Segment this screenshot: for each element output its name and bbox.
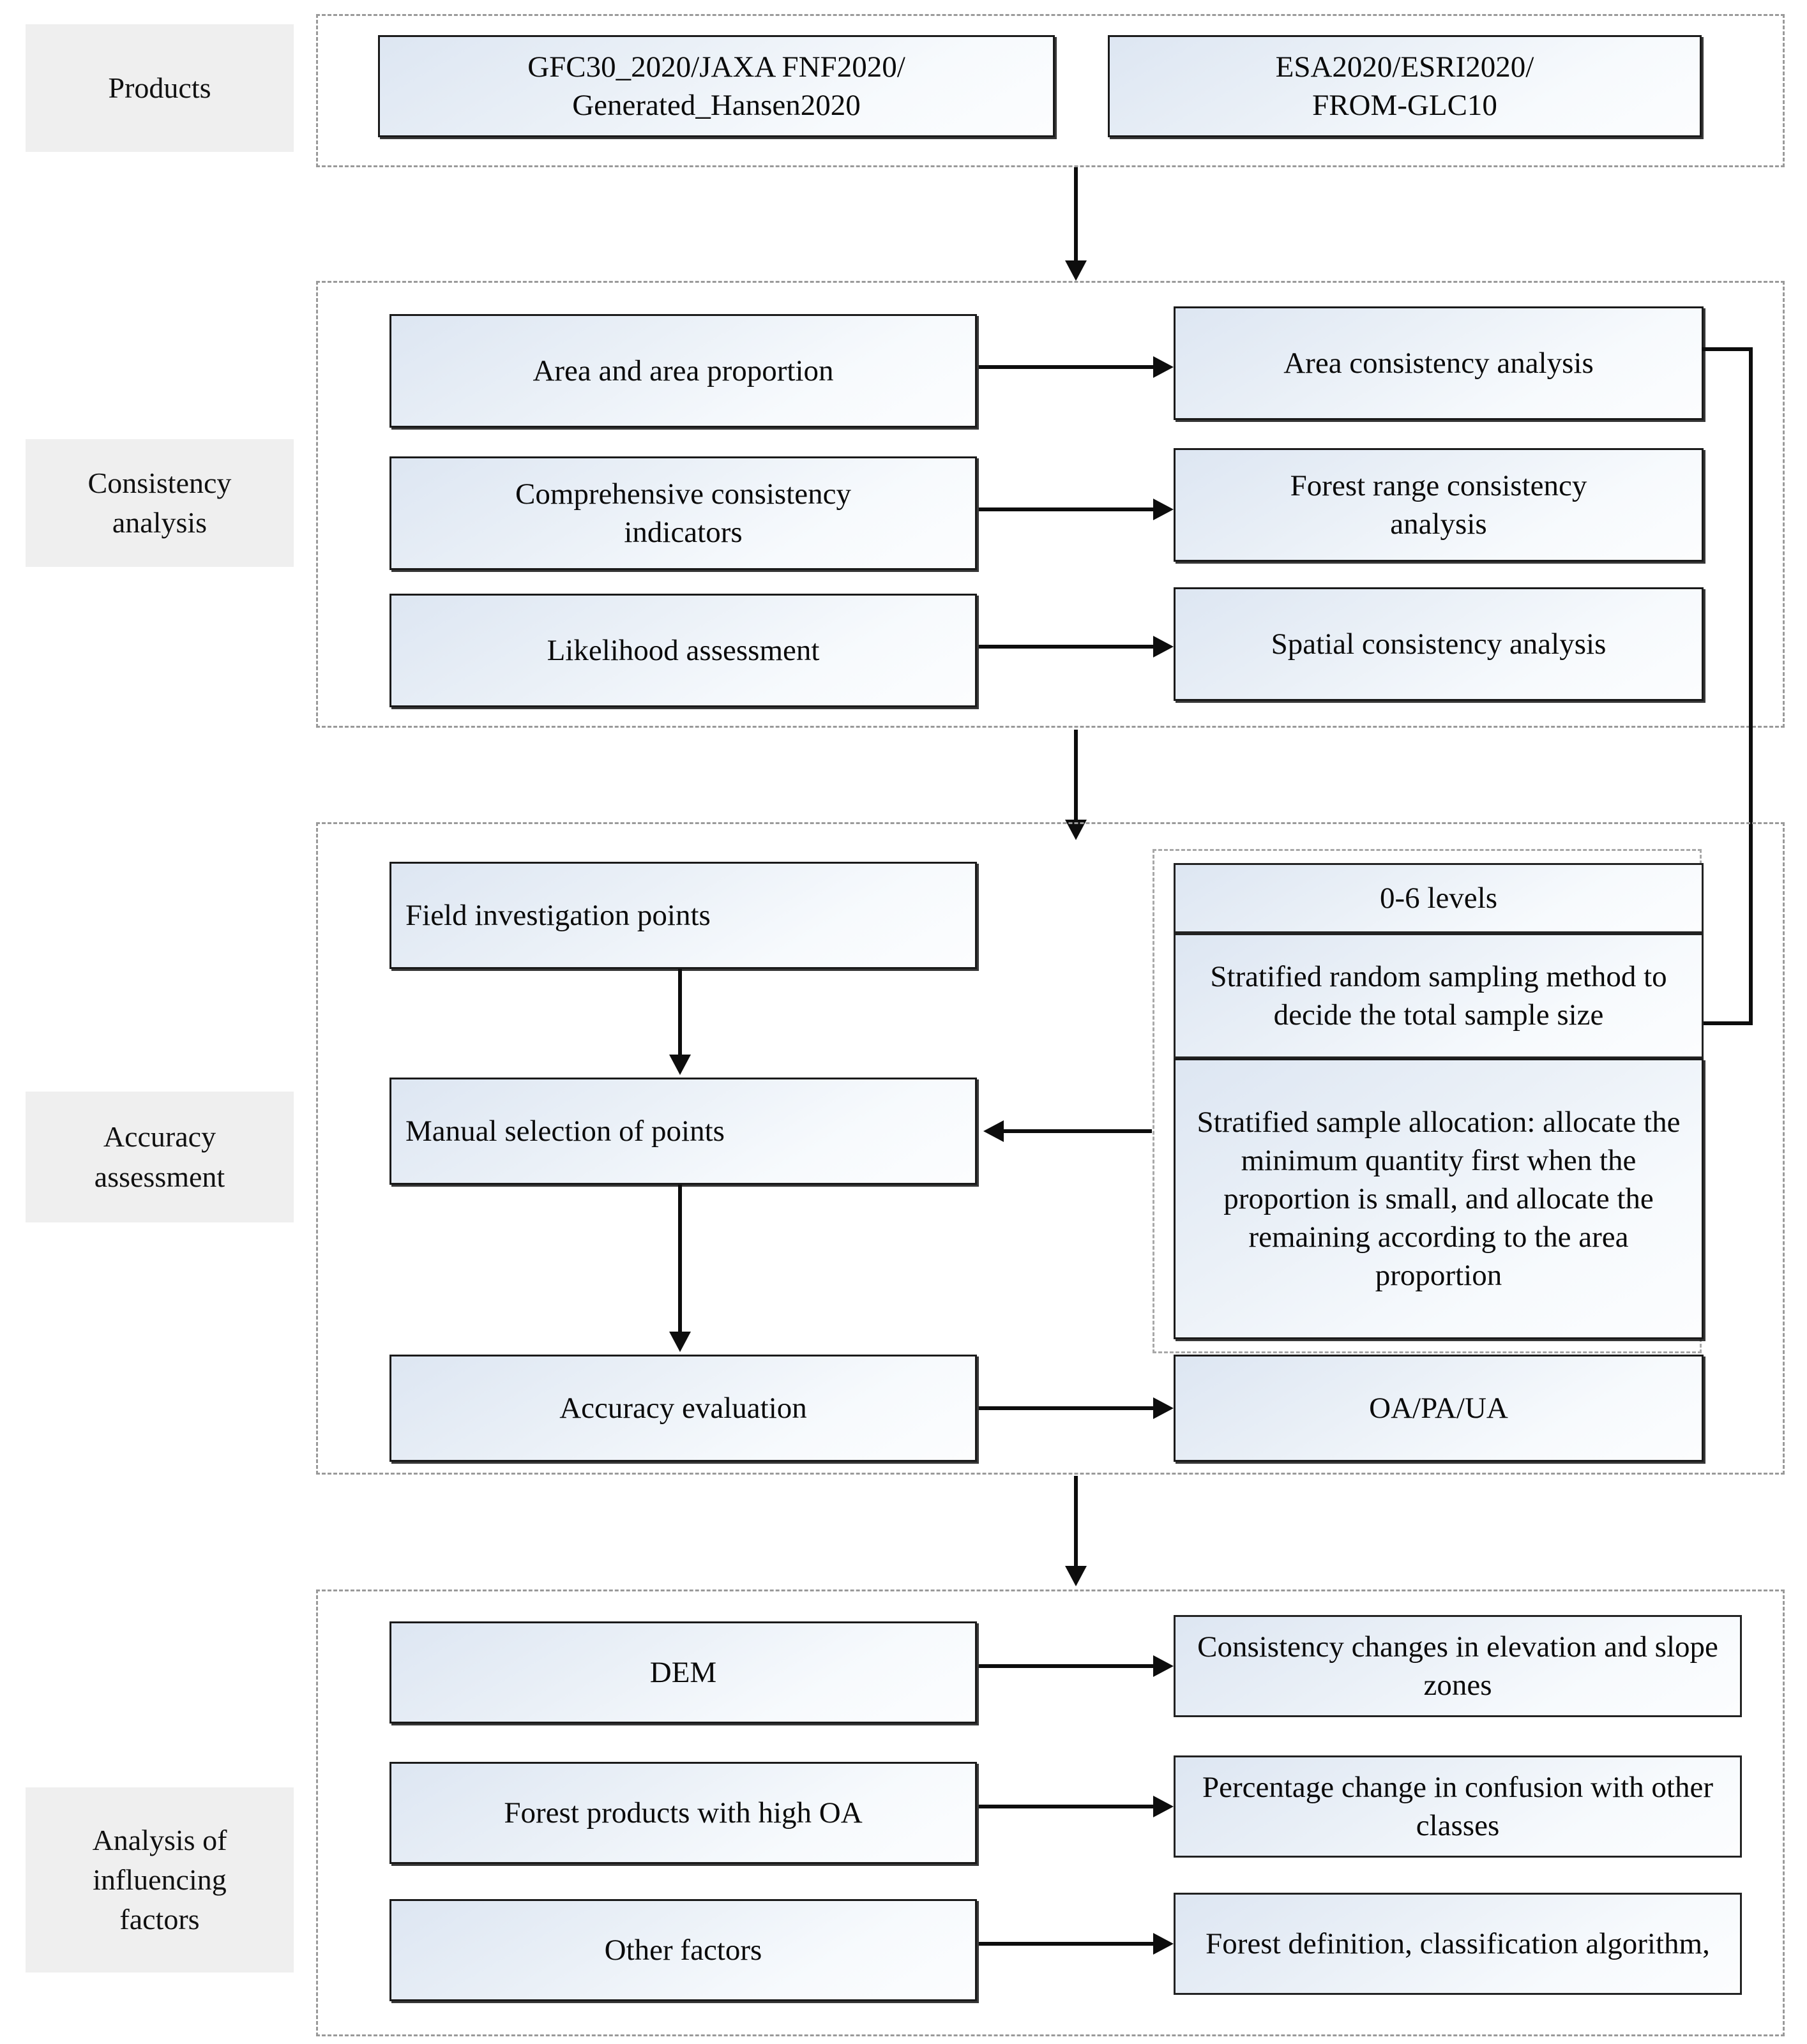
accuracy-oa-pa-ua[interactable]: OA/PA/UA — [1174, 1355, 1704, 1462]
consistency-input-likelihood-assessment[interactable]: Likelihood assessment — [389, 594, 977, 707]
stage-accuracy-line1: Accuracy — [103, 1120, 216, 1154]
section-accuracy — [316, 822, 1785, 1475]
product-esa-line2: FROM-GLC10 — [1312, 89, 1497, 122]
consistency-output-2-text: Forest range consistency analysis — [1184, 467, 1693, 543]
connector-allocation-to-manual-arrowhead — [983, 1120, 1004, 1142]
influencing-output-percentage-change-confusion[interactable]: Percentage change in confusion with othe… — [1174, 1755, 1742, 1858]
consistency-output-spatial-analysis[interactable]: Spatial consistency analysis — [1174, 587, 1704, 701]
influencing-output-forest-definition-algorithm[interactable]: Forest definition, classification algori… — [1174, 1893, 1742, 1995]
connector-area-analysis-elbow-bottom — [1686, 1021, 1753, 1025]
accuracy-right-1-text: 0-6 levels — [1379, 881, 1498, 915]
consistency-input-2-line2: indicators — [624, 516, 743, 549]
influencing-right-2-text: Percentage change in confusion with othe… — [1202, 1770, 1714, 1842]
connector-evaluation-to-oapaua-arrowhead — [1153, 1397, 1174, 1419]
consistency-output-1-text: Area consistency analysis — [1283, 346, 1594, 380]
connector-dem-to-elevation — [979, 1664, 1154, 1668]
connector-area-analysis-elbow-top — [1702, 347, 1753, 351]
product-gfc30-line2: Generated_Hansen2020 — [572, 89, 861, 122]
influencing-left-1-text: DEM — [649, 1655, 717, 1689]
consistency-output-2-line2: analysis — [1390, 507, 1487, 541]
connector-forestproducts-to-percentage-arrowhead — [1153, 1796, 1174, 1817]
stage-label-products-text: Products — [108, 71, 211, 104]
accuracy-manual-selection-of-points[interactable]: Manual selection of points — [389, 1078, 977, 1185]
stage-label-accuracy-text: Accuracy assessment — [95, 1117, 225, 1196]
consistency-input-1-text: Area and area proportion — [533, 354, 834, 387]
stage-influencing-line2: influencing — [93, 1863, 227, 1896]
connector-field-to-manual — [678, 969, 682, 1057]
product-box-gfc30-text: GFC30_2020/JAXA FNF2020/ Generated_Hanse… — [389, 48, 1044, 124]
influencing-input-dem[interactable]: DEM — [389, 1621, 977, 1724]
product-box-gfc30[interactable]: GFC30_2020/JAXA FNF2020/ Generated_Hanse… — [378, 35, 1055, 137]
connector-evaluation-to-oapaua — [979, 1406, 1154, 1410]
connector-products-to-consistency-arrowhead — [1065, 260, 1087, 281]
consistency-input-2-text: Comprehensive consistency indicators — [400, 475, 966, 552]
accuracy-stratified-random-sampling[interactable]: Stratified random sampling method to dec… — [1174, 933, 1704, 1058]
connector-manual-to-evaluation-arrowhead — [669, 1332, 691, 1352]
connector-consistency-to-accuracy — [1074, 730, 1078, 822]
consistency-input-3-text: Likelihood assessment — [547, 633, 820, 667]
connector-manual-to-evaluation — [678, 1185, 682, 1333]
stage-consistency-line1: Consistency — [87, 466, 232, 499]
consistency-output-3-text: Spatial consistency analysis — [1271, 627, 1607, 661]
stage-consistency-line2: analysis — [112, 506, 208, 539]
accuracy-levels-0-6[interactable]: 0-6 levels — [1174, 863, 1704, 933]
influencing-right-1-text: Consistency changes in elevation and slo… — [1197, 1630, 1718, 1702]
accuracy-right-3-text: Stratified sample allocation: allocate t… — [1197, 1105, 1681, 1293]
influencing-left-3-text: Other factors — [604, 1933, 762, 1967]
accuracy-left-2-text: Manual selection of points — [405, 1114, 725, 1148]
connector-input2-to-output2 — [979, 507, 1154, 511]
connector-input3-to-output3-arrowhead — [1153, 636, 1174, 658]
product-box-esa[interactable]: ESA2020/ESRI2020/ FROM-GLC10 — [1108, 35, 1702, 137]
stage-label-accuracy: Accuracy assessment — [26, 1092, 294, 1222]
connector-input1-to-output1-arrowhead — [1153, 356, 1174, 378]
consistency-output-forest-range-analysis[interactable]: Forest range consistency analysis — [1174, 448, 1704, 562]
consistency-input-comprehensive-indicators[interactable]: Comprehensive consistency indicators — [389, 456, 977, 570]
connector-accuracy-to-influencing — [1074, 1476, 1078, 1568]
connector-input3-to-output3 — [979, 645, 1154, 649]
section-consistency — [316, 281, 1785, 728]
connector-dem-to-elevation-arrowhead — [1153, 1655, 1174, 1677]
connector-accuracy-to-influencing-arrowhead — [1065, 1566, 1087, 1586]
connector-field-to-manual-arrowhead — [669, 1055, 691, 1075]
section-influencing — [316, 1589, 1785, 2036]
connector-area-analysis-vertical — [1749, 347, 1753, 1025]
product-esa-line1: ESA2020/ESRI2020/ — [1275, 50, 1534, 84]
influencing-right-3-text: Forest definition, classification algori… — [1206, 1927, 1710, 1960]
accuracy-field-investigation-points[interactable]: Field investigation points — [389, 862, 977, 969]
consistency-output-area-analysis[interactable]: Area consistency analysis — [1174, 306, 1704, 420]
influencing-input-forest-products-high-oa[interactable]: Forest products with high OA — [389, 1762, 977, 1864]
accuracy-left-3-text: Accuracy evaluation — [559, 1391, 807, 1425]
stage-label-influencing: Analysis of influencing factors — [26, 1787, 294, 1973]
influencing-input-other-factors[interactable]: Other factors — [389, 1899, 977, 2001]
stage-accuracy-line2: assessment — [94, 1160, 225, 1193]
connector-otherfactors-to-definition-arrowhead — [1153, 1933, 1174, 1955]
connector-input2-to-output2-arrowhead — [1153, 499, 1174, 520]
stage-label-products: Products — [26, 24, 294, 152]
stage-label-consistency: Consistency analysis — [26, 439, 294, 567]
influencing-output-elevation-slope-zones[interactable]: Consistency changes in elevation and slo… — [1174, 1615, 1742, 1717]
stage-influencing-line3: factors — [119, 1903, 200, 1936]
stage-label-consistency-text: Consistency analysis — [88, 463, 232, 543]
stage-influencing-line1: Analysis of — [92, 1823, 227, 1856]
accuracy-right-2-text: Stratified random sampling method to dec… — [1210, 959, 1667, 1032]
consistency-output-2-line1: Forest range consistency — [1290, 469, 1587, 502]
accuracy-left-1-text: Field investigation points — [405, 898, 711, 932]
connector-otherfactors-to-definition — [979, 1942, 1154, 1946]
influencing-left-2-text: Forest products with high OA — [504, 1796, 863, 1830]
connector-allocation-to-manual — [1004, 1129, 1152, 1133]
stage-label-influencing-text: Analysis of influencing factors — [93, 1821, 227, 1939]
consistency-input-2-line1: Comprehensive consistency — [515, 477, 852, 511]
consistency-input-area-proportion[interactable]: Area and area proportion — [389, 314, 977, 428]
accuracy-stratified-sample-allocation[interactable]: Stratified sample allocation: allocate t… — [1174, 1058, 1704, 1339]
section-products — [316, 14, 1785, 167]
product-gfc30-line1: GFC30_2020/JAXA FNF2020/ — [527, 50, 905, 84]
connector-products-to-consistency — [1074, 167, 1078, 263]
product-box-esa-text: ESA2020/ESRI2020/ FROM-GLC10 — [1119, 48, 1691, 124]
accuracy-evaluation[interactable]: Accuracy evaluation — [389, 1355, 977, 1462]
connector-input1-to-output1 — [979, 365, 1154, 369]
accuracy-right-4-text: OA/PA/UA — [1369, 1391, 1508, 1425]
connector-forestproducts-to-percentage — [979, 1805, 1154, 1808]
